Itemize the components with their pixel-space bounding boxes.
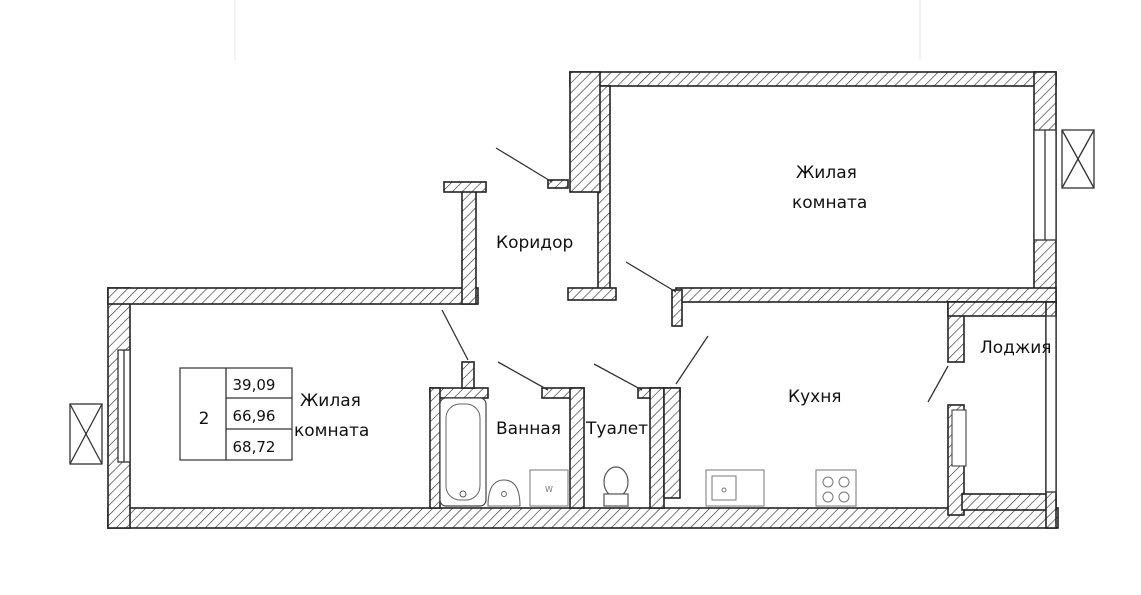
window-icon — [1033, 129, 1095, 241]
room-label-bathroom: Ванная — [496, 419, 561, 439]
window-icon — [951, 315, 1057, 493]
bathtub-icon — [439, 397, 487, 507]
washer-icon: W — [529, 469, 569, 507]
background-guides — [234, 0, 921, 60]
window-icon — [69, 349, 131, 465]
room-label-corridor: Коридор — [496, 233, 573, 253]
washer-mark: W — [545, 485, 553, 494]
rooms-count: 2 — [199, 409, 210, 429]
room-label-toilet: Туалет — [585, 419, 648, 439]
room-label-kitchen: Кухня — [788, 387, 842, 407]
door-lines — [441, 147, 949, 403]
toilet-icon — [603, 466, 629, 507]
stove-icon — [815, 469, 857, 507]
sink-icon — [487, 479, 521, 507]
kitchen-sink-icon — [705, 469, 765, 507]
living-area: 39,09 — [233, 376, 276, 394]
interior-walls — [429, 179, 683, 509]
room-label-living-left-1: Жилая — [300, 391, 361, 411]
apartment-info-table: 2 39,09 66,96 68,72 — [179, 367, 293, 461]
room-label-living-top-2: комната — [792, 193, 867, 213]
total-area: 66,96 — [233, 407, 276, 425]
room-label-living-left-2: комната — [294, 421, 369, 441]
room-label-loggia: Лоджия — [980, 338, 1052, 358]
room-labels: Жилая комната Коридор Жилая комната Ванн… — [294, 163, 1052, 441]
total-area-with-loggia: 68,72 — [233, 438, 276, 456]
room-label-living-top-1: Жилая — [796, 163, 857, 183]
